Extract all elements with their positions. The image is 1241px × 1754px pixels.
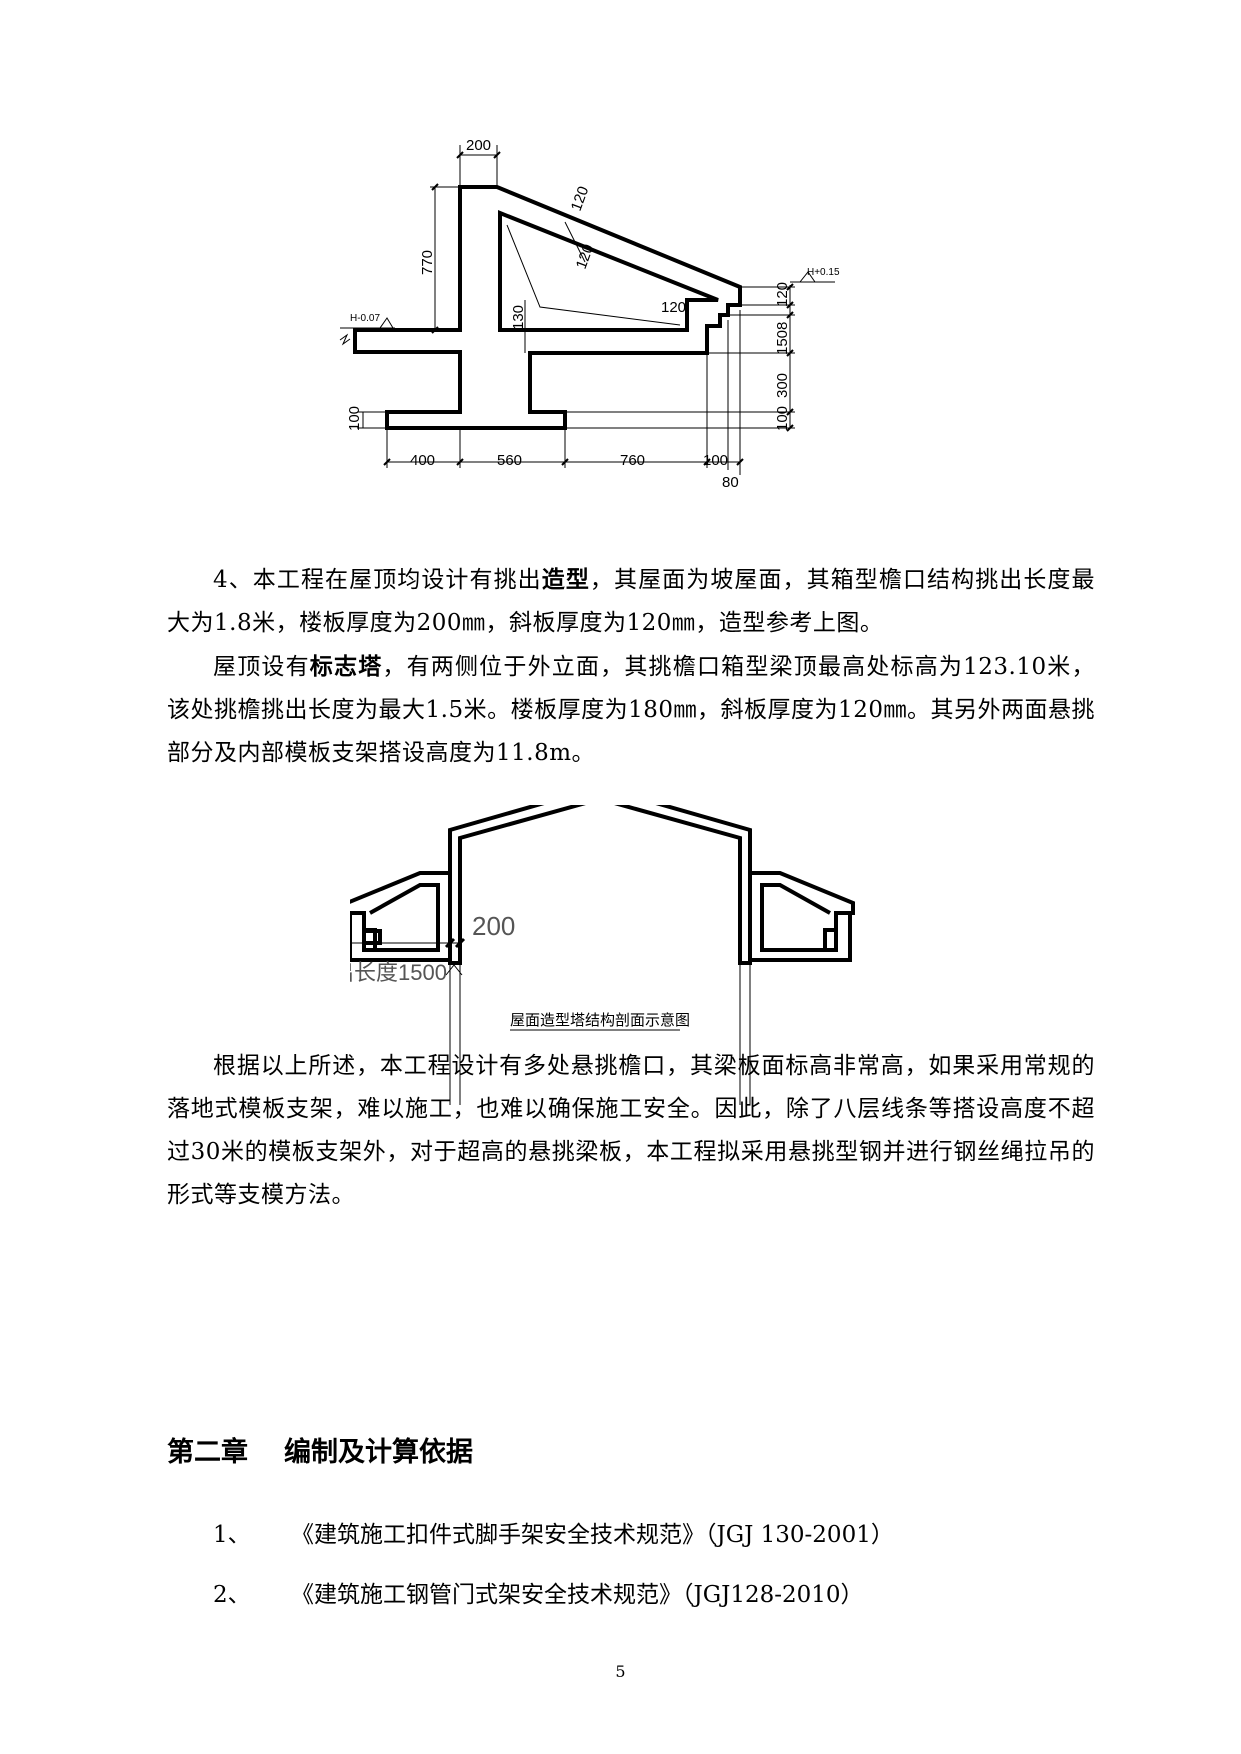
- page-number: 5: [615, 1662, 626, 1681]
- figure2-caption: 屋面造型塔结构剖面示意图: [510, 1011, 690, 1029]
- level-left: H-0.07: [350, 313, 380, 324]
- dim-bottom-560: 560: [497, 452, 522, 469]
- roof-outer-outline: [448, 805, 752, 965]
- dim-slab-outer: 120: [568, 184, 593, 213]
- dim-inner-130: 130: [510, 305, 527, 330]
- paragraph-tower: 屋顶设有标志塔，有两侧位于外立面，其挑檐口箱型梁顶最高处标高为123.10米，该…: [167, 653, 1096, 766]
- reference-item: 1、《建筑施工扣件式脚手架安全技术规范》（JGJ 130-2001）: [213, 1522, 894, 1548]
- dim-overhang-1500: 挑出长度1500: [350, 960, 447, 985]
- paragraph-cornice: 4、本工程在屋顶均设计有挑出造型，其屋面为坡屋面，其箱型檐口结构挑出长度最大为1…: [167, 566, 1096, 636]
- dim-slab-inner: 120: [573, 242, 598, 271]
- dim-bottom-80: 80: [722, 474, 739, 491]
- dim-top-width: 200: [466, 137, 491, 154]
- cornice-section-drawing: 200 770 120 120 120 130 H-0.07 H+0.15 12…: [339, 137, 840, 491]
- dim-right-100: 100: [774, 406, 791, 431]
- dim-bottom-100: 100: [703, 452, 728, 469]
- dim-bottom-400: 400: [410, 452, 435, 469]
- dim-bottom-760: 760: [620, 452, 645, 469]
- cornice-outer-outline: [353, 185, 742, 430]
- dim-height-770: 770: [419, 250, 436, 275]
- reference-item: 2、《建筑施工钢管门式架安全技术规范》（JGJ128-2010）: [213, 1582, 864, 1608]
- dim-right-1508: 1508: [774, 322, 791, 355]
- dim-right-300: 300: [774, 373, 791, 398]
- cornice-inner-hollow: [498, 210, 719, 332]
- paragraph-summary: 根据以上所述，本工程设计有多处悬挑檐口，其梁板面标高非常高，如果采用常规的落地式…: [167, 1053, 1095, 1208]
- dim-right-120: 120: [774, 282, 791, 307]
- dim-200: 200: [472, 911, 515, 941]
- chapter-heading: 第二章编制及计算依据: [167, 1437, 473, 1468]
- tower-section-drawing: 200 挑出长度1500 屋面造型塔结构剖面示意图: [350, 805, 855, 1105]
- dim-left-100: 100: [346, 406, 363, 431]
- level-right: H+0.15: [807, 267, 840, 278]
- dim-inner-120: 120: [661, 299, 686, 316]
